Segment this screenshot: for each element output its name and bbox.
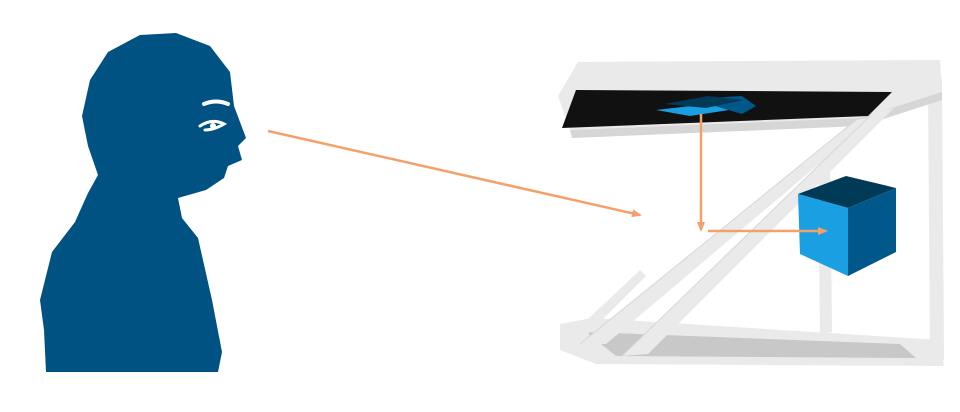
person-silhouette-icon	[40, 33, 246, 372]
eyebrow	[202, 99, 230, 106]
eye	[198, 119, 228, 132]
flat-cube-image	[656, 96, 756, 116]
cube-top	[798, 176, 896, 208]
light-path	[267, 114, 828, 235]
cube-front	[798, 194, 848, 276]
flat-cube-top	[664, 96, 744, 108]
glass-frame-outline	[621, 113, 873, 357]
back-post-right	[928, 78, 944, 362]
pupil	[210, 123, 216, 129]
glass-frame-front-edge	[570, 270, 646, 344]
pyramid-hologram-display-icon	[558, 60, 944, 366]
person-body	[40, 33, 246, 372]
cube-side	[848, 188, 896, 276]
floating-cube-image	[798, 176, 896, 276]
device-base-shadow	[586, 332, 916, 358]
line-of-sight-arrow	[267, 129, 642, 218]
